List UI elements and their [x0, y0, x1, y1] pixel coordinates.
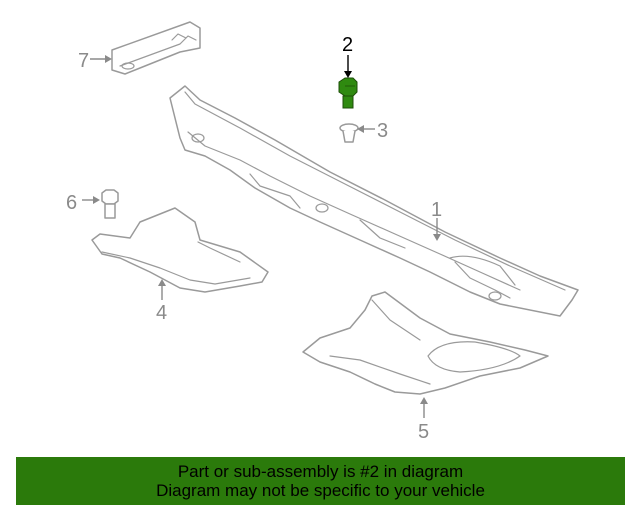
- part-2-bolt[interactable]: [338, 77, 358, 109]
- banner-line-disclaimer: Diagram may not be specific to your vehi…: [156, 481, 485, 500]
- part-1-cowl-panel[interactable]: [169, 85, 579, 317]
- arrow-3: [357, 125, 364, 133]
- part-6-bolt[interactable]: [101, 189, 119, 219]
- arrow-1: [433, 234, 441, 241]
- part-5-shield[interactable]: [302, 291, 549, 395]
- callout-3[interactable]: 3: [377, 120, 388, 142]
- part-7-bracket[interactable]: [111, 21, 201, 75]
- arrow-2: [344, 71, 352, 78]
- arrow-4: [158, 279, 166, 286]
- callout-7[interactable]: 7: [78, 50, 89, 72]
- part-4-shield[interactable]: [91, 207, 269, 293]
- part-3-clip[interactable]: [339, 123, 359, 143]
- banner-line-part: Part or sub-assembly is #2 in diagram: [177, 462, 464, 481]
- info-banner: Part or sub-assembly is #2 in diagram Di…: [16, 457, 625, 505]
- callout-2[interactable]: 2: [342, 34, 353, 56]
- parts-diagram: 7 2 3 1 6: [66, 21, 579, 443]
- callout-6[interactable]: 6: [66, 192, 77, 214]
- arrow-6: [93, 196, 100, 204]
- callout-4[interactable]: 4: [156, 302, 167, 324]
- arrow-5: [420, 397, 428, 404]
- arrow-7: [105, 55, 112, 63]
- callout-1[interactable]: 1: [431, 199, 442, 221]
- callout-5[interactable]: 5: [418, 421, 429, 443]
